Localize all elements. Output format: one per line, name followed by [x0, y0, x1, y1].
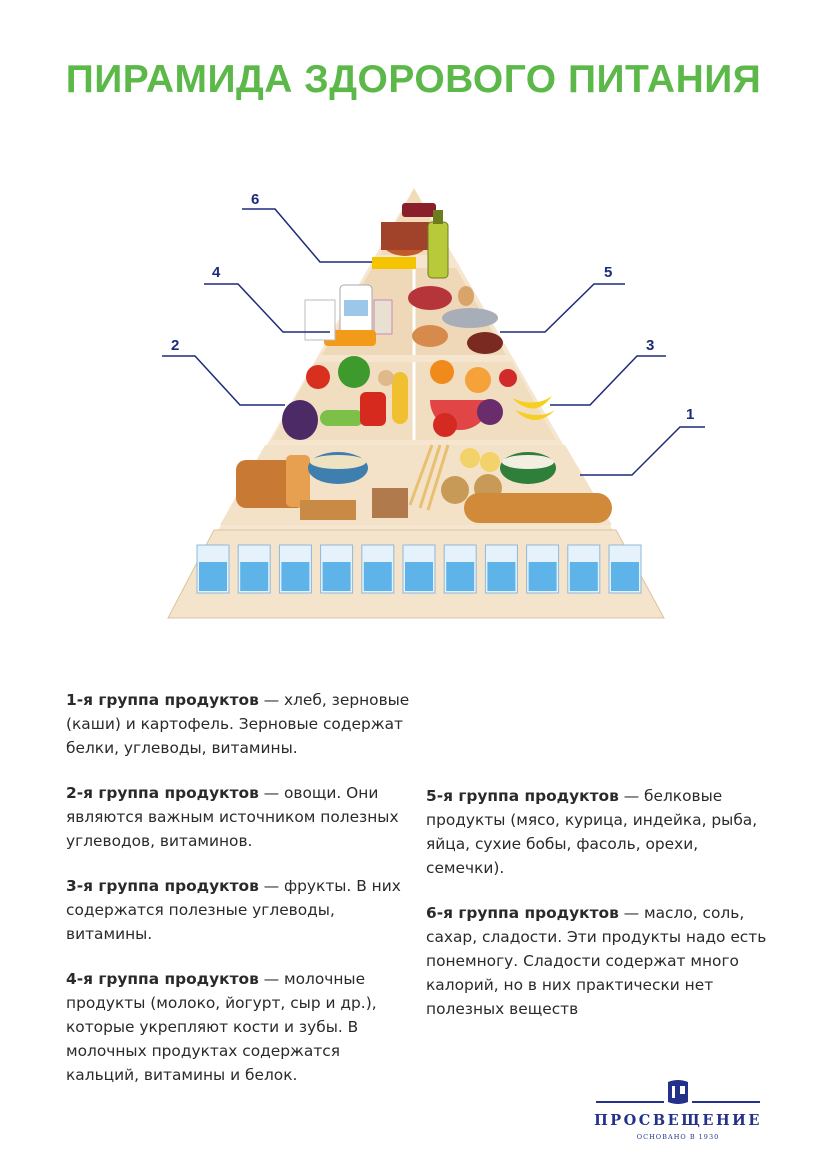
logo-tagline: ОСНОВАНО В 1930: [636, 1133, 720, 1141]
callout-line-3: [550, 355, 666, 406]
group-1-description: 1-я группа продуктов — хлеб, зерновые (к…: [66, 691, 410, 757]
water-glass: [402, 544, 436, 594]
text-column-left: 1-я группа продуктов — хлеб, зерновые (к…: [66, 688, 416, 1108]
water-glass: [443, 544, 477, 594]
logo-name: ПРОСВЕЩЕНИЕ: [594, 1112, 762, 1129]
fruits: [430, 360, 555, 437]
label-6: 6: [251, 191, 259, 208]
logo-emblem-icon: [596, 1080, 760, 1104]
page-title: ПИРАМИДА ЗДОРОВОГО ПИТАНИЯ: [65, 58, 762, 101]
vegetables: [282, 356, 408, 440]
water-glass: [320, 544, 354, 594]
food-pyramid-illustration: 6 4 5 2 3 1: [162, 188, 705, 619]
label-3: 3: [646, 337, 654, 354]
water-glasses: [196, 544, 642, 594]
water-glass: [278, 544, 312, 594]
water-glass: [567, 544, 601, 594]
water-glass: [484, 544, 518, 594]
protein-products: [408, 286, 503, 354]
callout-line-6: [242, 208, 372, 263]
grains-and-bread: [236, 444, 612, 523]
water-glass: [526, 544, 560, 594]
group-4-description: 4-я группа продуктов — молочные продукты…: [66, 970, 377, 1084]
text-column-right: 5-я группа продуктов — белковые продукты…: [426, 784, 776, 1042]
callout-line-4: [204, 283, 330, 333]
group-5-description: 5-я группа продуктов — белковые продукты…: [426, 787, 758, 877]
water-glass: [608, 544, 642, 594]
label-2: 2: [171, 337, 179, 354]
water-glass: [196, 544, 230, 594]
water-glass: [361, 544, 395, 594]
sweets-and-oil: [372, 203, 449, 279]
callout-line-5: [500, 283, 625, 333]
group-6-description: 6-я группа продуктов — масло, соль, саха…: [426, 904, 767, 1018]
label-5: 5: [604, 264, 612, 281]
dairy-products: [304, 284, 393, 346]
callout-line-2: [162, 355, 285, 406]
callout-line-1: [580, 426, 705, 476]
label-1: 1: [686, 406, 694, 423]
water-glass: [237, 544, 271, 594]
group-3-description: 3-я группа продуктов — фрукты. В них сод…: [66, 877, 401, 943]
label-4: 4: [212, 264, 221, 281]
group-2-description: 2-я группа продуктов — овощи. Они являют…: [66, 784, 399, 850]
publisher-logo: ПРОСВЕЩЕНИЕ ОСНОВАНО В 1930: [588, 1076, 768, 1141]
